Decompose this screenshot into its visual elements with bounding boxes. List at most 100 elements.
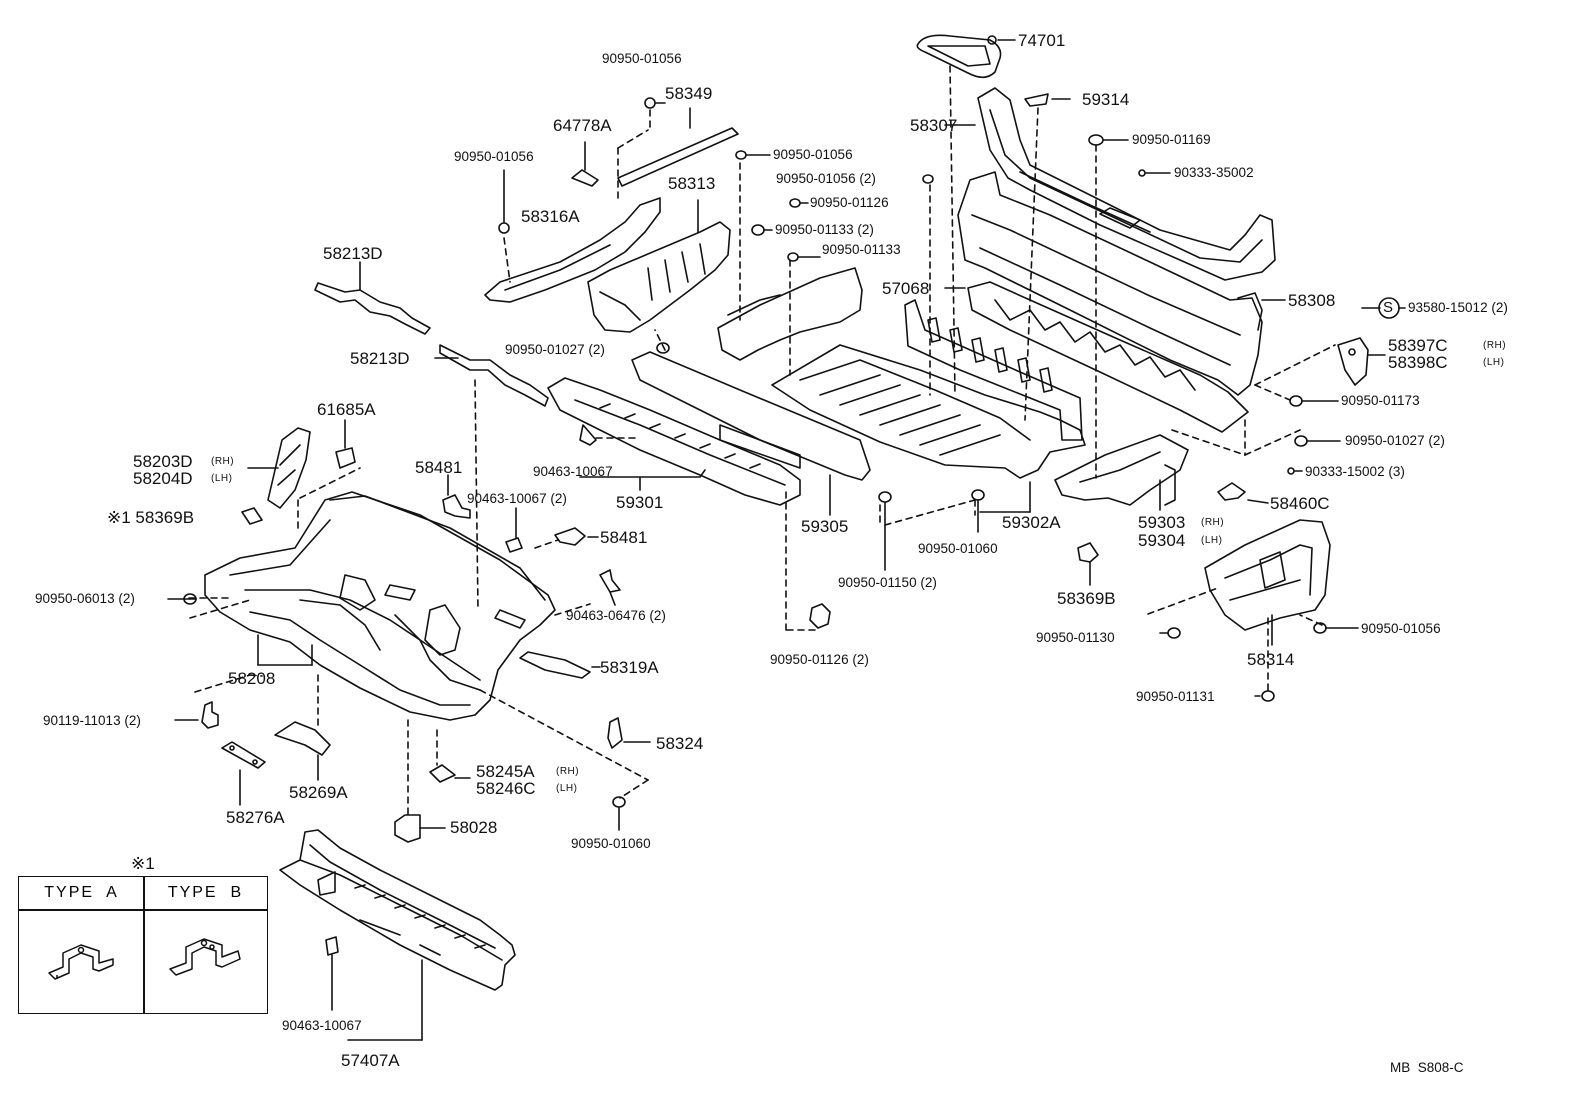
label-58369B-left: ※1 58369B xyxy=(107,508,195,527)
label-58204D-lh: (LH) xyxy=(211,473,233,484)
dashed-lines-center xyxy=(188,489,976,799)
label-90333-35002: 90333-35002 xyxy=(1174,165,1254,180)
part-74701-loop xyxy=(916,34,1016,79)
label-90950-01173: 90950-01173 xyxy=(1341,393,1420,408)
label-59304: 59304 xyxy=(1138,531,1186,550)
type-a-clip-icon xyxy=(48,944,114,980)
label-58397C: 58397C xyxy=(1388,336,1448,355)
part-59305-bar xyxy=(631,351,871,516)
label-58269A: 58269A xyxy=(289,783,348,802)
part-57068-panel xyxy=(944,171,1263,396)
part-58269A-bracket xyxy=(274,674,331,781)
label-58276A: 58276A xyxy=(226,808,285,827)
label-59302A: 59302A xyxy=(1002,513,1061,532)
label-90463-10067-a: 90463-10067 xyxy=(533,464,613,479)
label-58481-mid: 58481 xyxy=(600,528,648,547)
dashed-lines-right xyxy=(1171,419,1301,456)
label-64778A: 64778A xyxy=(553,116,612,135)
label-59303-rh: (RH) xyxy=(1201,517,1225,528)
part-61685A-block xyxy=(299,419,361,499)
s-marker xyxy=(1378,297,1400,319)
label-58397C-rh: (RH) xyxy=(1483,340,1507,351)
part-59303-member xyxy=(1054,144,1189,511)
part-58319A-bar xyxy=(519,651,601,679)
label-58398C-lh: (LH) xyxy=(1483,357,1505,368)
label-90950-06013: 90950-06013 (2) xyxy=(35,591,135,606)
label-59305: 59305 xyxy=(801,517,849,536)
label-90950-01056-2: 90950-01056 (2) xyxy=(776,171,876,186)
label-93580-15012: 93580-15012 (2) xyxy=(1408,300,1508,315)
label-90950-01027-right: 90950-01027 (2) xyxy=(1345,433,1445,448)
label-90950-01150: 90950-01150 (2) xyxy=(838,575,937,590)
label-58213D-mid: 58213D xyxy=(350,349,410,368)
label-58398C: 58398C xyxy=(1388,353,1448,372)
label-58324: 58324 xyxy=(656,734,704,753)
part-59302A-floor xyxy=(771,299,1086,513)
part-90463-small-clip xyxy=(505,507,523,553)
part-58481-clips xyxy=(442,474,599,549)
label-58245A-rh: (RH) xyxy=(556,766,580,777)
label-58307: 58307 xyxy=(910,116,958,135)
label-90950-01060-mid: 90950-01060 xyxy=(918,541,998,556)
part-64778A-clip xyxy=(571,141,599,187)
label-90463-10067-2: 90463-10067 (2) xyxy=(467,491,567,506)
label-90950-01133-2: 90950-01133 (2) xyxy=(775,222,874,237)
label-58246C: 58246C xyxy=(476,779,536,798)
label-61685A: 61685A xyxy=(317,400,376,419)
part-58324-clip xyxy=(607,717,651,749)
label-59301: 59301 xyxy=(616,493,664,512)
label-58481-top: 58481 xyxy=(415,458,463,477)
label-59303: 59303 xyxy=(1138,513,1186,532)
part-90463-clip xyxy=(579,424,641,446)
s-marker-text: S xyxy=(1383,299,1394,316)
label-90950-01056-right: 90950-01056 xyxy=(1361,621,1441,636)
label-90950-01027-left: 90950-01027 (2) xyxy=(505,342,605,357)
label-58314: 58314 xyxy=(1247,650,1295,669)
part-58307-rail xyxy=(944,65,1276,396)
label-57068: 57068 xyxy=(882,279,930,298)
label-58308: 58308 xyxy=(1288,291,1336,310)
part-58308-panel xyxy=(967,281,1286,433)
type-legend-box: TYPE A TYPE B xyxy=(18,876,268,1014)
label-58245A: 58245A xyxy=(476,762,535,781)
label-58460C: 58460C xyxy=(1270,494,1330,513)
part-58245A-clip xyxy=(429,729,471,783)
diagram-code: MB S808-C xyxy=(1390,1060,1464,1075)
label-58319A: 58319A xyxy=(600,658,659,677)
label-90950-01130: 90950-01130 xyxy=(1036,630,1115,645)
label-58316A: 58316A xyxy=(521,207,580,226)
part-58313-panel xyxy=(587,199,731,351)
part-58397C-bracket xyxy=(1254,337,1386,401)
part-59314-clip xyxy=(1024,93,1071,421)
label-58208: 58208 xyxy=(228,669,276,688)
label-58028: 58028 xyxy=(450,818,498,837)
label-58203D: 58203D xyxy=(133,452,193,471)
label-90463-06476: 90463-06476 (2) xyxy=(566,608,666,623)
label-90950-01056-top: 90950-01056 xyxy=(602,51,682,66)
part-90463-06476-clip xyxy=(599,569,621,606)
label-58203D-rh: (RH) xyxy=(211,456,235,467)
label-58246C-lh: (LH) xyxy=(556,783,578,794)
type-b-clip-icon xyxy=(169,938,241,976)
part-58460C-clip xyxy=(1217,482,1269,504)
label-90950-01056-left: 90950-01056 xyxy=(454,149,534,164)
type-box-divider xyxy=(143,877,145,1013)
label-90119-11013: 90119-11013 (2) xyxy=(43,713,141,728)
label-58213D-top: 58213D xyxy=(323,244,383,263)
label-90950-01060-bot: 90950-01060 xyxy=(571,836,651,851)
legend-marker: ※1 xyxy=(131,854,155,873)
label-90950-01133: 90950-01133 xyxy=(822,242,901,257)
label-90950-01056-mid: 90950-01056 xyxy=(773,147,853,162)
part-58316A-bracket xyxy=(484,197,661,303)
label-59314: 59314 xyxy=(1082,90,1130,109)
label-58204D: 58204D xyxy=(133,469,193,488)
label-90950-01169: 90950-01169 xyxy=(1132,132,1211,147)
label-58369B-right: 58369B xyxy=(1057,589,1116,608)
label-90950-01131: 90950-01131 xyxy=(1136,689,1215,704)
label-58313: 58313 xyxy=(668,174,716,193)
type-a-header: TYPE A xyxy=(44,884,119,901)
part-90119-bolt xyxy=(201,701,219,729)
part-58028-pad xyxy=(394,719,446,843)
